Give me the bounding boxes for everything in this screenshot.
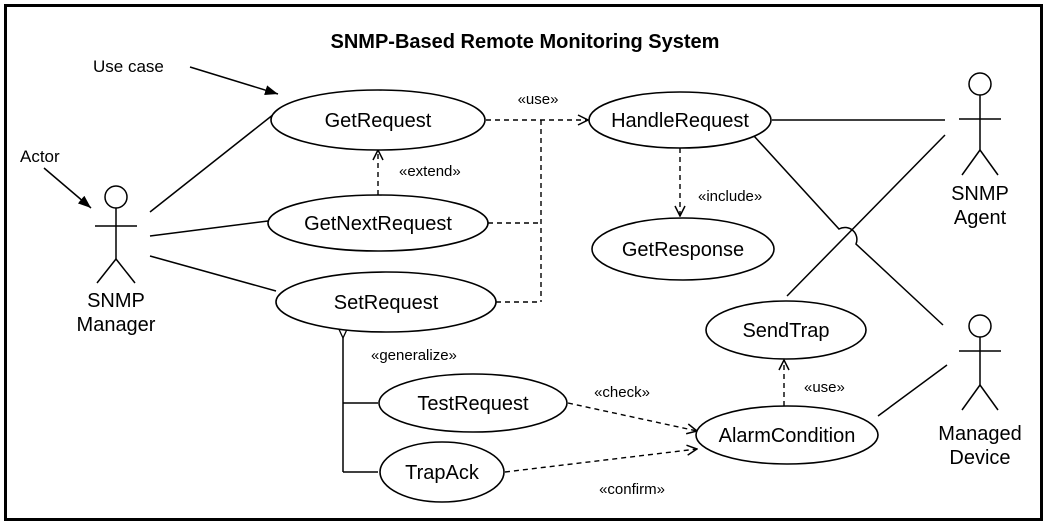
usecase-getrequest[interactable]: GetRequest (270, 89, 486, 151)
usecase-getresponse[interactable]: GetResponse (591, 217, 775, 281)
stereotype-generalize: «generalize» (371, 347, 457, 364)
usecase-getnextrequest[interactable]: GetNextRequest (267, 194, 489, 252)
actor-managed-device-label-1: Managed (938, 423, 1021, 445)
actor-snmp-agent (959, 72, 1001, 176)
usecase-alarmcondition-label: AlarmCondition (719, 425, 856, 447)
actor-snmp-manager-label-1: SNMP (87, 290, 145, 312)
usecase-trapack-label: TrapAck (405, 462, 480, 484)
actor-managed-device (959, 314, 1001, 411)
actor-managed-device-label-2: Device (949, 447, 1010, 469)
usecase-getnextrequest-label: GetNextRequest (304, 213, 452, 235)
usecase-sendtrap-label: SendTrap (742, 320, 829, 342)
note-actor-arrow (43, 167, 92, 209)
stereotype-check: «check» (594, 384, 650, 401)
dependency-use-to-handlerequest (486, 120, 588, 303)
stereotype-include: «include» (698, 188, 762, 205)
usecase-sendtrap[interactable]: SendTrap (705, 300, 867, 360)
actor-snmp-manager-label-2: Manager (77, 314, 156, 336)
assoc-sendtrap-agent (786, 134, 946, 297)
note-use-case: Use case (93, 57, 164, 76)
actor-snmp-manager (95, 185, 137, 284)
note-actor: Actor (20, 147, 60, 166)
usecase-handlerequest-label: HandleRequest (611, 110, 749, 132)
note-use-case-arrow (189, 66, 279, 95)
usecase-setrequest-label: SetRequest (334, 292, 439, 314)
assoc-handlerequest-device (753, 135, 944, 326)
usecase-testrequest-label: TestRequest (417, 393, 529, 415)
stereotype-extend: «extend» (399, 163, 461, 180)
dependency-confirm (504, 449, 697, 473)
usecase-setrequest[interactable]: SetRequest (275, 271, 497, 333)
usecase-handlerequest[interactable]: HandleRequest (588, 91, 772, 149)
usecase-testrequest[interactable]: TestRequest (378, 373, 568, 433)
assoc-manager-setrequest (149, 255, 277, 292)
usecase-getrequest-label: GetRequest (325, 110, 432, 132)
stereotype-confirm: «confirm» (599, 481, 665, 498)
stereotype-use-handlerequest: «use» (518, 91, 559, 108)
assoc-manager-getnextrequest (149, 220, 269, 237)
diagram-title: SNMP-Based Remote Monitoring System (331, 31, 720, 53)
dependency-check (567, 402, 697, 431)
generalization-to-setrequest (343, 338, 378, 473)
assoc-manager-getrequest (149, 113, 275, 213)
usecase-getresponse-label: GetResponse (622, 239, 744, 261)
usecase-alarmcondition[interactable]: AlarmCondition (695, 405, 879, 465)
stereotype-use-sendtrap: «use» (804, 379, 845, 396)
assoc-alarmcondition-device (877, 364, 948, 417)
usecase-trapack[interactable]: TrapAck (379, 441, 505, 503)
actor-snmp-agent-label-2: Agent (954, 207, 1007, 229)
actor-snmp-agent-label-1: SNMP (951, 183, 1009, 205)
